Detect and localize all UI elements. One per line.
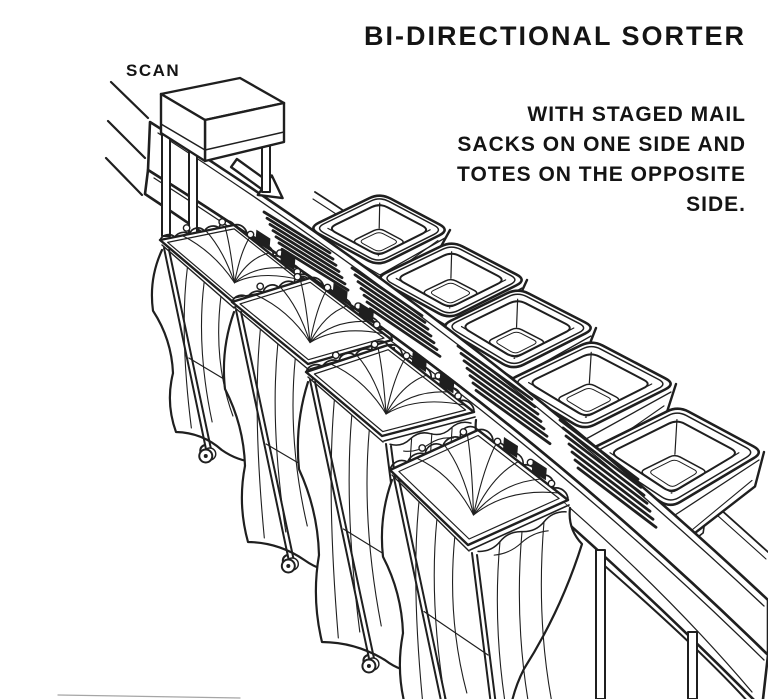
- belt-clamp-hook: [531, 459, 547, 481]
- subtitle-line: WITH STAGED MAIL: [527, 103, 746, 126]
- subtitle-line: SACKS ON ONE SIDE AND: [457, 133, 746, 156]
- divert-plates: [262, 210, 658, 529]
- belt-clamp-hook: [280, 249, 296, 271]
- belt-clamp-hook: [503, 437, 518, 458]
- divert-plate-4: [558, 418, 658, 529]
- mail-sack-cart-4: [380, 425, 584, 699]
- belt-support-leg: [687, 631, 698, 699]
- page-title: BI-DIRECTIONAL SORTER: [363, 21, 746, 51]
- belt-clamp-hook: [439, 372, 455, 394]
- belt-clamp-hook: [358, 302, 374, 324]
- mail-sack-carts: [150, 218, 584, 699]
- conveyor-vanishing-lines: [104, 80, 150, 197]
- scanner-unit: [159, 76, 286, 264]
- divert-plate-2: [350, 266, 442, 358]
- scanner-post: [261, 145, 271, 193]
- subtitle-line: TOTES ON THE OPPOSITE: [457, 163, 746, 186]
- belt-clamp-hook: [255, 229, 271, 251]
- divert-plate-3: [456, 344, 552, 446]
- belt-support-leg: [595, 549, 606, 699]
- belt-clamp-hook: [411, 351, 427, 373]
- divert-plate-1: [262, 210, 350, 292]
- subtitle-line: SIDE.: [686, 193, 746, 216]
- edge-marks: [57, 694, 241, 699]
- page-subtitle: WITH STAGED MAIL SACKS ON ONE SIDE AND T…: [457, 100, 746, 220]
- belt-clamp-hook: [332, 282, 348, 304]
- scan-label: SCAN: [126, 61, 181, 80]
